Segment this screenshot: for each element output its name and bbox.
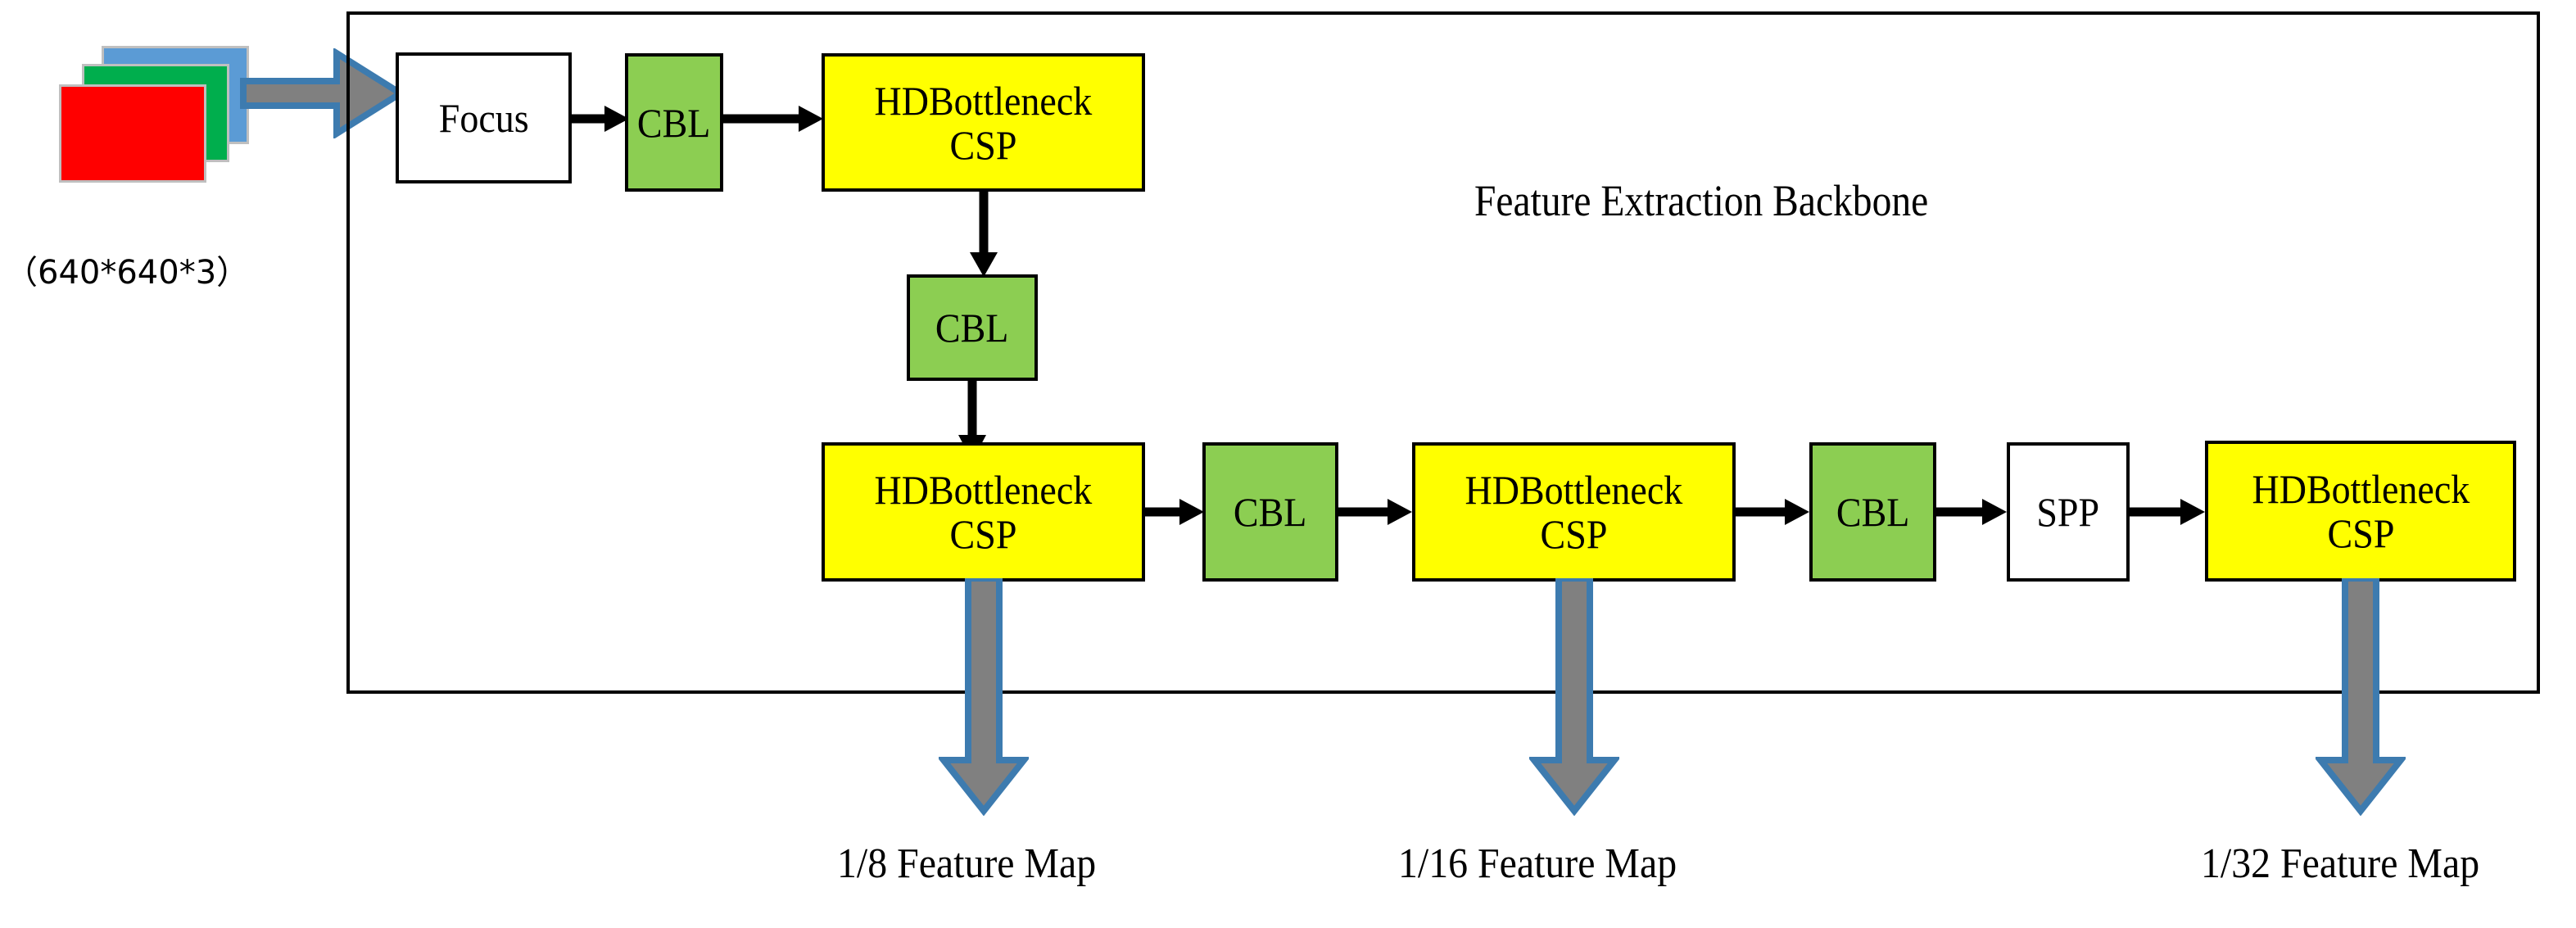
node-hdbottleneck-csp-4-label-line1: HDBottleneck [2252,466,2470,512]
arrow-hdcsp1-to-cbl2 [970,192,998,277]
feature-extraction-backbone-container [346,11,2540,694]
node-cbl-4-label: CBL [1836,489,1910,535]
output-label-1-32: 1/32 Feature Map [2201,840,2480,887]
node-cbl-1[interactable]: CBL [625,53,723,192]
output-arrow-1-8-icon [939,578,1029,816]
input-image-plane-red [59,84,206,183]
arrow-focus-to-cbl1 [572,106,629,132]
input-shape-caption: （640*640*3） [5,254,250,292]
node-focus-label: Focus [438,95,529,141]
node-hdbottleneck-csp-1[interactable]: HDBottleneck CSP [822,53,1145,192]
node-focus[interactable]: Focus [396,52,572,183]
node-hdbottleneck-csp-3-label-line2: CSP [1540,511,1608,557]
arrow-cbl3-to-hdcsp3 [1338,499,1412,525]
output-arrow-1-32-icon [2316,578,2406,816]
node-spp-label: SPP [2036,489,2100,535]
node-cbl-1-label: CBL [637,99,711,146]
node-hdbottleneck-csp-2-label-line2: CSP [949,511,1017,557]
node-hdbottleneck-csp-3[interactable]: HDBottleneck CSP [1412,442,1736,582]
arrow-hdcsp3-to-cbl4 [1736,499,1809,525]
output-label-1-16: 1/16 Feature Map [1398,840,1677,887]
node-cbl-2-label: CBL [935,305,1009,351]
backbone-title: Feature Extraction Backbone [1474,176,1929,225]
output-label-1-8: 1/8 Feature Map [837,840,1097,887]
arrow-cbl1-to-hdcsp1 [723,106,823,132]
arrow-hdcsp2-to-cbl3 [1145,499,1204,525]
node-hdbottleneck-csp-4-label-line2: CSP [2327,510,2394,556]
node-hdbottleneck-csp-1-label-line2: CSP [949,121,1017,168]
node-cbl-3-label: CBL [1234,489,1307,535]
node-hdbottleneck-csp-3-label-line1: HDBottleneck [1465,467,1683,513]
node-cbl-2[interactable]: CBL [907,274,1038,381]
arrow-cbl4-to-spp [1936,499,2007,525]
node-hdbottleneck-csp-4[interactable]: HDBottleneck CSP [2205,441,2516,582]
node-hdbottleneck-csp-2-label-line1: HDBottleneck [874,467,1093,513]
input-flow-arrow-icon [240,48,404,138]
node-hdbottleneck-csp-2[interactable]: HDBottleneck CSP [822,442,1145,582]
arrow-spp-to-hdcsp4 [2130,499,2205,525]
output-arrow-1-16-icon [1529,578,1619,816]
node-hdbottleneck-csp-1-label-line1: HDBottleneck [874,77,1093,124]
node-spp[interactable]: SPP [2007,442,2130,582]
node-cbl-4[interactable]: CBL [1809,442,1936,582]
node-cbl-3[interactable]: CBL [1202,442,1338,582]
